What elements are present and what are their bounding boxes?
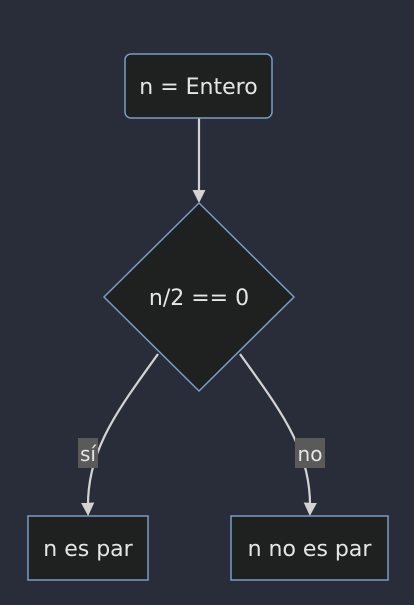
edge-decision-to-even — [81, 353, 159, 516]
edge-decision-to-odd — [239, 353, 317, 516]
node-odd: n no es par — [230, 515, 389, 581]
edge-label-yes: sí — [78, 438, 98, 468]
node-odd-label: n no es par — [248, 537, 373, 562]
node-even: n es par — [27, 515, 149, 581]
node-start: n = Entero — [124, 53, 273, 119]
node-decision-label: n/2 == 0 — [149, 286, 249, 311]
node-even-label: n es par — [43, 537, 133, 562]
edge-label-yes-text: sí — [80, 442, 97, 466]
node-decision: n/2 == 0 — [102, 201, 296, 393]
edge-label-no-text: no — [298, 442, 323, 466]
edge-label-no: no — [295, 438, 325, 468]
node-start-label: n = Entero — [139, 75, 257, 100]
